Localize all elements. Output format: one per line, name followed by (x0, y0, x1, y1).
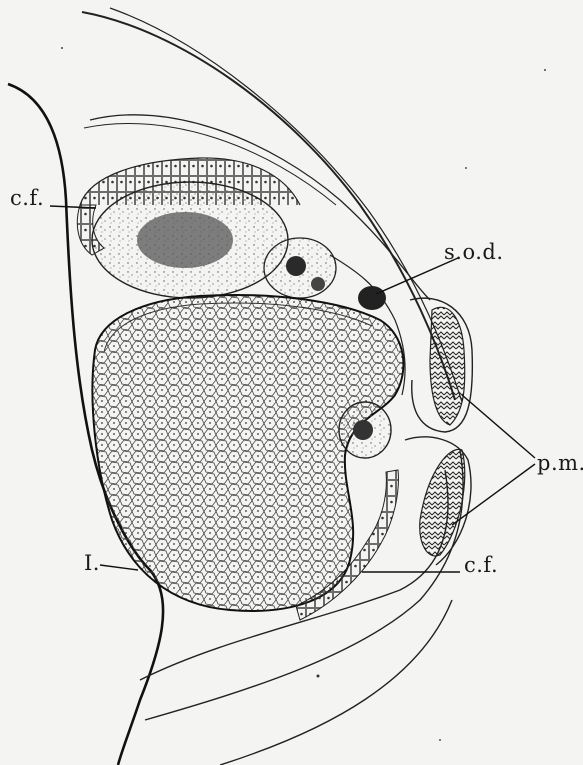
label-I: I. (84, 551, 100, 575)
upper-nucleus-area (137, 212, 233, 268)
label-sod: s.o.d. (444, 240, 504, 264)
leader-I (100, 565, 138, 570)
muscle-block-lower (420, 449, 465, 556)
label-pm: p.m. (537, 451, 583, 475)
label-cf-lower: c.f. (464, 553, 498, 577)
upper-small-nucleus-1 (286, 256, 306, 276)
leader-pm-upper (462, 395, 535, 458)
upper-small-nucleus-2 (311, 277, 325, 291)
label-cf-upper: c.f. (10, 186, 44, 210)
gut-lumen (353, 420, 373, 440)
lower-membrane-3 (220, 600, 452, 765)
muscle-block-upper (430, 307, 465, 425)
